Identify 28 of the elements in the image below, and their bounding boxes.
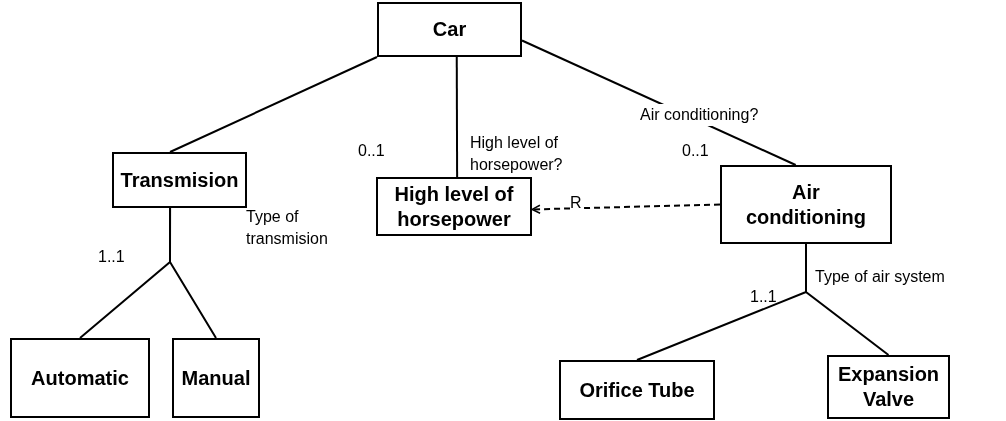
feature-box: [112, 152, 247, 208]
feature-name: Manual: [181, 365, 251, 391]
feature-box: [10, 338, 150, 418]
feature-name: High level of horsepower: [393, 181, 515, 232]
connector-line: [169, 56, 378, 153]
feature-name: Car: [432, 17, 467, 42]
feature-box: [376, 177, 532, 236]
group-label: Type of transmision: [246, 207, 329, 249]
edge-label: Air conditioning?: [640, 104, 759, 126]
feature-box: [559, 360, 715, 420]
cardinality-label: 1..1: [750, 287, 777, 307]
feature-box: [827, 355, 950, 419]
feature-box: [377, 2, 522, 57]
feature-name: Orifice Tube: [579, 377, 695, 403]
connector-line: [169, 207, 217, 339]
feature-name: Automatic: [31, 365, 129, 391]
feature-box: [172, 338, 260, 418]
group-label: Type of air system: [815, 267, 945, 287]
cardinality-label: 0..1: [682, 141, 709, 161]
feature-box: [720, 165, 892, 244]
cardinality-label: 1..1: [98, 247, 125, 267]
feature-name: Transmision: [120, 167, 239, 193]
dashed-arrow: [531, 203, 721, 214]
connector-line: [455, 56, 459, 178]
feature-name: Air conditioning: [745, 179, 867, 230]
cardinality-label: 0..1: [358, 141, 385, 161]
feature-name: Expansion Valve: [837, 362, 940, 412]
connector-line: [805, 243, 890, 356]
